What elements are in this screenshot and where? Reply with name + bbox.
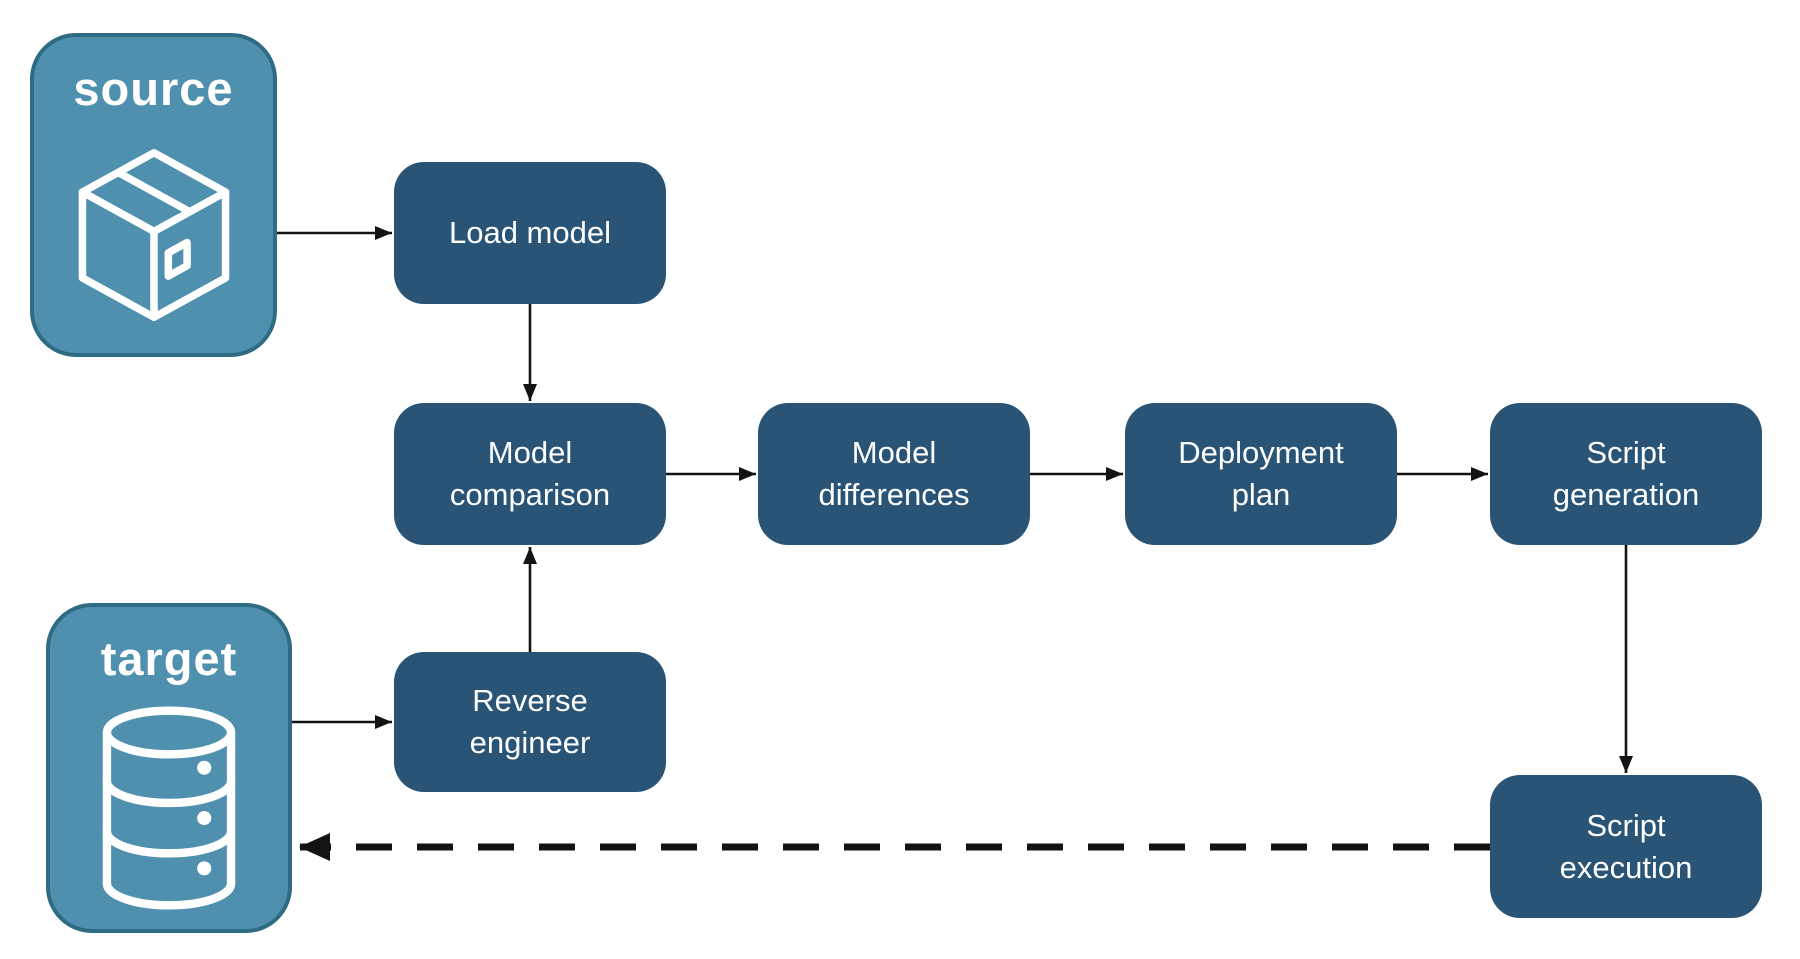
node-script-generation: Script generation xyxy=(1490,403,1762,545)
node-model-comparison-label: Model comparison xyxy=(449,435,611,512)
database-icon xyxy=(85,704,253,912)
node-load-model: Load model xyxy=(394,162,666,304)
node-reverse-engineer: Reverse engineer xyxy=(394,652,666,792)
node-model-comparison: Model comparison xyxy=(394,403,666,545)
target-container: target xyxy=(46,603,292,933)
source-label: source xyxy=(73,62,234,115)
node-script-execution: Script execution xyxy=(1490,775,1762,918)
source-container: source xyxy=(30,33,277,357)
node-script-generation-label: Script generation xyxy=(1552,435,1700,512)
target-label: target xyxy=(100,632,238,685)
node-model-differences-label: Model differences xyxy=(818,435,970,512)
node-deployment-plan: Deployment plan xyxy=(1125,403,1397,545)
node-reverse-engineer-label: Reverse engineer xyxy=(469,683,591,760)
node-load-model-label: Load model xyxy=(448,215,611,251)
node-script-execution-label: Script execution xyxy=(1559,807,1693,885)
node-deployment-plan-label: Deployment plan xyxy=(1178,435,1344,512)
node-model-differences: Model differences xyxy=(758,403,1030,545)
package-icon xyxy=(61,142,247,328)
